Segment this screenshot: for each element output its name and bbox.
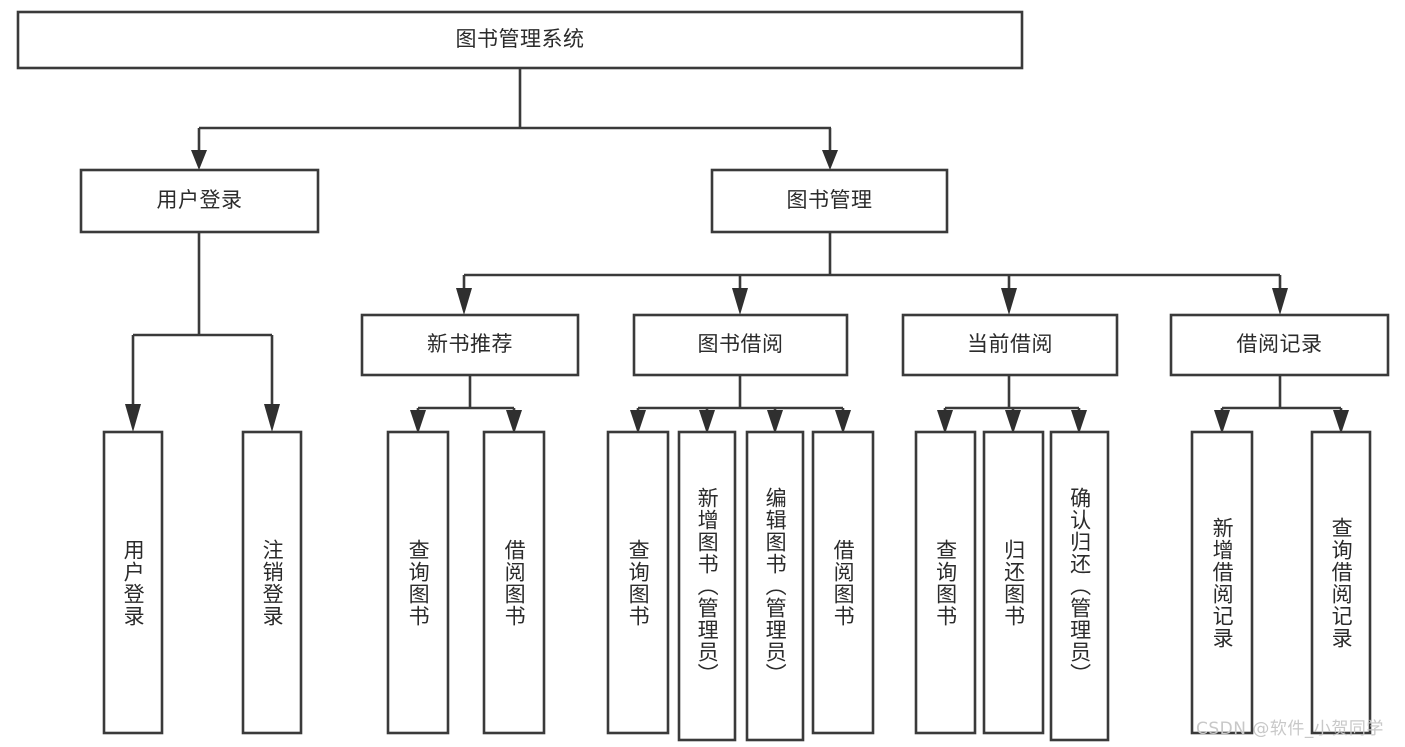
node-box-leaf-bb-add-book[interactable] [677,430,737,742]
arrow-head-book-mgmt [822,150,838,170]
box-layer [16,10,1390,742]
node-box-leaf-bb-borrow-book[interactable] [811,430,875,735]
node-box-new-book-recommend[interactable] [360,313,580,377]
connector-layer [125,68,1349,434]
node-box-leaf-logout[interactable] [241,430,303,735]
node-box-leaf-bb-query-book[interactable] [606,430,670,735]
arrow-head-cb-confirm-return [1071,410,1087,434]
node-box-leaf-user-login[interactable] [102,430,164,735]
node-box-current-borrow[interactable] [901,313,1119,377]
node-box-leaf-nb-borrow-book[interactable] [482,430,546,735]
arrow-head-bb-query-book [630,410,646,434]
arrow-head-borrow-record [1272,288,1288,315]
node-box-leaf-br-add-record[interactable] [1190,430,1254,735]
arrow-head-cb-return-book [1005,410,1021,434]
arrow-head-bb-add-book [699,410,715,434]
node-box-leaf-cb-query-book[interactable] [914,430,977,735]
arrow-head-leaf-user-login [125,404,141,432]
node-box-book-management[interactable] [710,168,949,234]
node-box-root[interactable] [16,10,1024,70]
node-box-leaf-cb-confirm-return[interactable] [1049,430,1110,742]
arrow-head-nb-query-book [410,410,426,434]
arrow-head-new-book [456,288,472,315]
arrow-head-br-add-record [1214,410,1230,434]
node-box-user-login[interactable] [79,168,320,234]
node-box-book-borrow[interactable] [632,313,849,377]
arrow-head-br-query-record [1333,410,1349,434]
arrow-head-bb-edit-book [767,410,783,434]
node-box-borrow-record[interactable] [1169,313,1390,377]
arrow-head-cb-query-book [937,410,953,434]
arrow-head-leaf-logout [264,404,280,432]
node-box-leaf-bb-edit-book[interactable] [745,430,805,742]
arrow-head-user-login [191,150,207,170]
node-box-leaf-nb-query-book[interactable] [386,430,450,735]
arrow-head-current-borrow [1001,288,1017,315]
node-box-leaf-cb-return-book[interactable] [982,430,1045,735]
node-box-leaf-br-query-record[interactable] [1310,430,1372,735]
arrow-head-bb-borrow-book [835,410,851,434]
arrow-head-nb-borrow-book [506,410,522,434]
arrow-head-book-borrow [732,288,748,315]
